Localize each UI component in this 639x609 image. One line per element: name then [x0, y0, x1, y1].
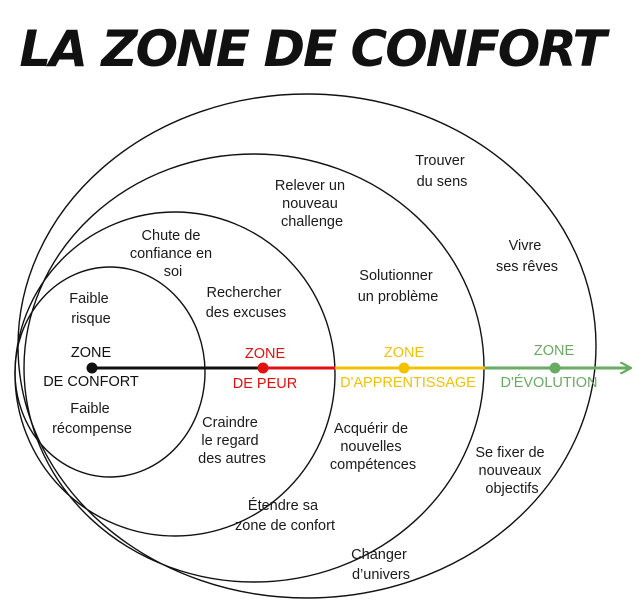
zone-evolution-line1: ZONE	[534, 343, 575, 359]
label-solutionner: Solutionner un problème	[358, 268, 439, 305]
label-etendre: Étendre sa zone de confort	[235, 497, 335, 534]
label-vivre: Vivre ses rêves	[496, 238, 558, 275]
label-faible-risque: Faible risque	[69, 291, 113, 327]
dot-evolution	[549, 362, 561, 374]
dot-peur	[257, 362, 269, 374]
label-fixer: Se fixer de nouveaux objectifs	[475, 445, 548, 497]
zone-confort-line2: DE CONFORT	[43, 374, 139, 390]
label-rechercher: Rechercher des excuses	[206, 285, 287, 321]
zone-evolution-line2: D'ÉVOLUTION	[500, 374, 597, 391]
zone-apprentissage-line1: ZONE	[384, 345, 425, 361]
label-relever: Relever un nouveau challenge	[275, 178, 349, 230]
label-chute: Chute de confiance en soi	[130, 228, 216, 280]
dot-apprentissage	[398, 362, 410, 374]
ellipse-confort	[14, 266, 206, 478]
zone-confort-line1: ZONE	[71, 345, 112, 361]
label-acquerir: Acquérir de nouvelles compétences	[330, 421, 416, 473]
label-changer: Changer d’univers	[351, 547, 411, 583]
page-title: LA ZONE DE CONFORT	[19, 20, 610, 78]
label-craindre: Craindre le regard des autres	[198, 415, 266, 467]
zone-peur-line2: DE PEUR	[233, 376, 297, 392]
zone-peur-line1: ZONE	[245, 346, 286, 362]
zone-apprentissage-line2: D'APPRENTISSAGE	[340, 375, 476, 391]
dot-confort	[86, 362, 98, 374]
label-trouver: Trouver du sens	[415, 153, 468, 190]
label-faible-recompense: Faible récompense	[52, 401, 132, 437]
